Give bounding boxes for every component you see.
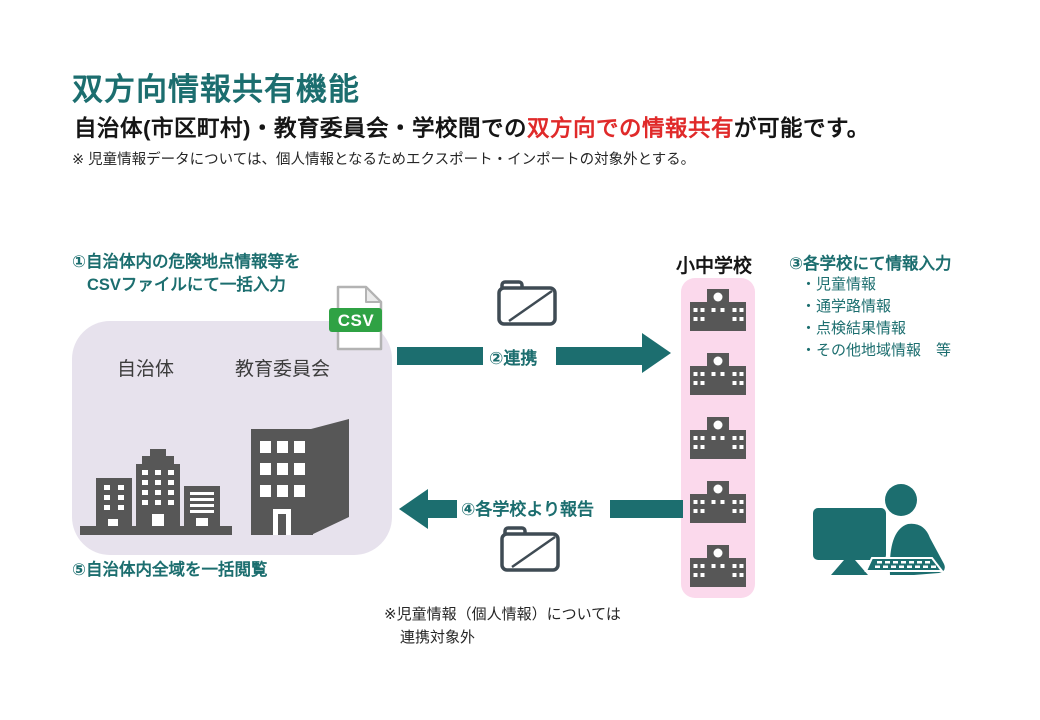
arrow4-label: ④各学校より報告 xyxy=(461,500,595,519)
bottom-note-line1: ※児童情報（個人情報）については xyxy=(384,606,621,623)
school-icon xyxy=(690,545,746,587)
arrow2-bar-left xyxy=(397,347,483,365)
subtitle-prefix: 自治体(市区町村)・教育委員会・学校間での xyxy=(74,116,527,141)
person-at-computer-icon xyxy=(813,484,945,575)
csv-file-icon: CSV xyxy=(329,285,383,351)
arrow4-bar-left xyxy=(428,500,457,518)
office-building-icon xyxy=(251,419,349,535)
arrow2-label: ②連携 xyxy=(489,349,538,368)
arrow2-head-icon xyxy=(642,333,671,373)
bottom-note: ※児童情報（個人情報）については 連携対象外 xyxy=(384,603,621,649)
school-icon xyxy=(690,481,746,523)
subtitle: 自治体(市区町村)・教育委員会・学校間での双方向での情報共有が可能です。 xyxy=(74,111,870,143)
page-title: 双方向情報共有機能 xyxy=(72,72,360,107)
bottom-note-line2: 連携対象外 xyxy=(400,629,476,646)
step3-heading: ③各学校にて情報入力 xyxy=(789,255,952,273)
schools-panel xyxy=(681,278,755,598)
municipality-label: 自治体 xyxy=(117,359,175,380)
step1-line2: CSVファイルにて一括入力 xyxy=(87,276,286,294)
step3-item: ・通学路情報 xyxy=(801,298,892,315)
subtitle-suffix: が可能です。 xyxy=(734,116,870,141)
board-of-education-label: 教育委員会 xyxy=(235,359,331,380)
arrow4-head-icon xyxy=(399,489,428,529)
school-icon xyxy=(690,353,746,395)
step5-label: ⑤自治体内全域を一括閲覧 xyxy=(72,561,268,579)
step1-label: ①自治体内の危険地点情報等を CSVファイルにて一括入力 xyxy=(72,251,300,297)
school-icon xyxy=(690,417,746,459)
subtitle-highlight: 双方向での情報共有 xyxy=(527,116,735,141)
step3-item: ・児童情報 xyxy=(801,276,877,293)
arrow2-bar-right xyxy=(556,347,642,365)
csv-label: CSV xyxy=(338,311,375,330)
step3-item: ・その他地域情報 等 xyxy=(801,342,952,359)
header-note: ※ 児童情報データについては、個人情報となるためエクスポート・インポートの対象外… xyxy=(72,152,696,168)
step3-block: ③各学校にて情報入力 ・児童情報 ・通学路情報 ・点検結果情報 ・その他地域情報… xyxy=(789,250,951,362)
folder-icon-top xyxy=(497,280,557,326)
city-hall-icon xyxy=(80,449,232,535)
arrow4-bar-right xyxy=(610,500,683,518)
step1-line1: ①自治体内の危険地点情報等を xyxy=(72,253,301,271)
step3-item: ・点検結果情報 xyxy=(801,320,907,337)
school-icon xyxy=(690,289,746,331)
schools-label: 小中学校 xyxy=(676,256,753,277)
folder-icon-bottom xyxy=(500,526,560,572)
